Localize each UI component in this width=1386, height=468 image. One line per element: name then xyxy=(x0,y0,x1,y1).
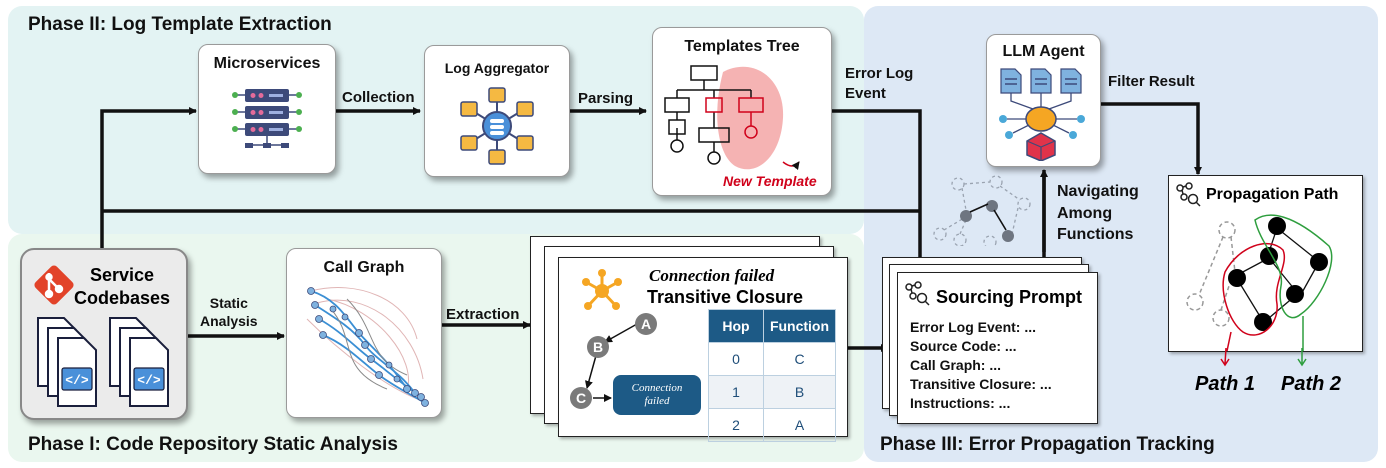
filter-result-label: Filter Result xyxy=(1108,73,1195,90)
templates-tree-card: Templates Tree New Template xyxy=(652,27,832,196)
hub-icon xyxy=(582,269,622,310)
prompt-line-transitive-closure: Transitive Closure: ... xyxy=(910,376,1052,392)
function-cell: A xyxy=(763,408,836,442)
propagation-graph xyxy=(1186,214,1333,351)
function-header: Function xyxy=(763,309,836,343)
log-aggregator-title: Log Aggregator xyxy=(444,60,550,76)
prompt-line-error-log: Error Log Event: ... xyxy=(910,319,1037,335)
transitive-closure-card: Connection failed Transitive Closure A B… xyxy=(558,257,848,442)
llm-agent-title: LLM Agent xyxy=(1002,43,1085,60)
navigating-line1: Navigating xyxy=(1057,183,1139,200)
navigating-label: Navigating Among Functions xyxy=(1057,181,1139,246)
error-log-event-line1: Error Log xyxy=(845,65,914,82)
connection-failed-box: Connection failed xyxy=(613,375,701,415)
table-row: 1 B xyxy=(708,375,836,409)
template-tree-icon xyxy=(664,65,800,170)
navigating-line2: Among xyxy=(1057,204,1113,222)
static-analysis-label: Static Analysis xyxy=(200,294,258,330)
llm-agent-card: LLM Agent xyxy=(986,34,1101,167)
connection-failed-box-line2: failed xyxy=(644,395,670,407)
graph-search-icon xyxy=(905,281,930,306)
hop-header: Hop xyxy=(708,309,764,343)
connection-failed-title: Connection failed xyxy=(649,266,775,285)
microservices-card: Microservices xyxy=(198,44,336,174)
closure-node-a-label: A xyxy=(640,316,652,332)
hop-table-header: Hop Function xyxy=(708,309,836,343)
prompt-line-source-code: Source Code: ... xyxy=(910,338,1017,354)
hop-cell: 0 xyxy=(708,342,764,376)
error-log-event-label: Error Log Event xyxy=(845,64,913,103)
closure-node-c-label: C xyxy=(575,390,587,406)
closure-node-a: A xyxy=(635,313,657,335)
graph-search-icon xyxy=(1176,182,1201,207)
log-aggregator-card: Log Aggregator xyxy=(424,45,570,177)
call-graph-title: Call Graph xyxy=(323,259,405,276)
llm-agent-icon xyxy=(999,68,1085,161)
svg-text:</>: </> xyxy=(65,373,89,388)
phase2-title: Phase II: Log Template Extraction xyxy=(28,14,332,35)
call-graph-card: Call Graph xyxy=(286,248,442,418)
call-graph-icon xyxy=(306,287,429,407)
service-codebases-line1: Service xyxy=(89,265,155,285)
closure-node-b: B xyxy=(587,336,609,358)
prompt-line-call-graph: Call Graph: ... xyxy=(910,357,1002,373)
table-row: 0 C xyxy=(708,342,836,376)
extraction-label: Extraction xyxy=(446,306,520,323)
parsing-label: Parsing xyxy=(578,90,634,107)
function-cell: B xyxy=(763,375,836,409)
hop-cell: 1 xyxy=(708,375,764,409)
hop-table: Hop Function 0 C 1 B 2 A xyxy=(708,309,836,442)
hop-cell: 2 xyxy=(708,408,764,442)
error-log-event-line2: Event xyxy=(845,84,886,102)
server-rack-icon xyxy=(232,89,302,148)
navigation-graph-icon xyxy=(933,175,1031,246)
new-template-label: New Template xyxy=(723,173,817,189)
svg-text:</>: </> xyxy=(137,373,161,388)
function-cell: C xyxy=(763,342,836,376)
phase1-title: Phase I: Code Repository Static Analysis xyxy=(28,434,398,455)
collection-label: Collection xyxy=(342,89,415,106)
sourcing-prompt-lines: Error Log Event: ... Source Code: ... Ca… xyxy=(910,318,1052,413)
static-analysis-line1: Static xyxy=(209,295,248,311)
phase3-title: Phase III: Error Propagation Tracking xyxy=(880,434,1215,455)
service-codebases-title: Service Codebases xyxy=(74,264,170,311)
closure-node-c: C xyxy=(570,387,592,409)
service-codebases-card: Service Codebases </> </> xyxy=(20,248,188,420)
prompt-line-instructions: Instructions: ... xyxy=(910,395,1011,411)
navigating-line3: Functions xyxy=(1057,226,1134,244)
transitive-closure-title: Transitive Closure xyxy=(647,287,804,307)
sourcing-prompt-title: Sourcing Prompt xyxy=(936,287,1083,307)
closure-chain-graph xyxy=(585,323,638,402)
connection-failed-box-line1: Connection xyxy=(631,382,683,394)
static-analysis-line2: Analysis xyxy=(200,313,258,330)
code-files-icon: </> </> xyxy=(37,317,169,407)
templates-tree-title: Templates Tree xyxy=(684,38,800,55)
path-pointer-arrows xyxy=(1220,348,1307,367)
log-aggregator-icon xyxy=(460,87,534,165)
microservices-title: Microservices xyxy=(213,55,321,72)
table-row: 2 A xyxy=(708,408,836,442)
closure-node-b-label: B xyxy=(592,339,604,355)
propagation-path-card: Propagation Path xyxy=(1168,175,1363,352)
path2-label: Path 2 xyxy=(1281,373,1342,395)
service-codebases-line2: Codebases xyxy=(74,288,171,309)
sourcing-prompt-card: Sourcing Prompt Error Log Event: ... Sou… xyxy=(897,272,1098,424)
path1-label: Path 1 xyxy=(1195,373,1256,395)
git-icon xyxy=(34,265,74,305)
propagation-path-title: Propagation Path xyxy=(1206,186,1339,203)
